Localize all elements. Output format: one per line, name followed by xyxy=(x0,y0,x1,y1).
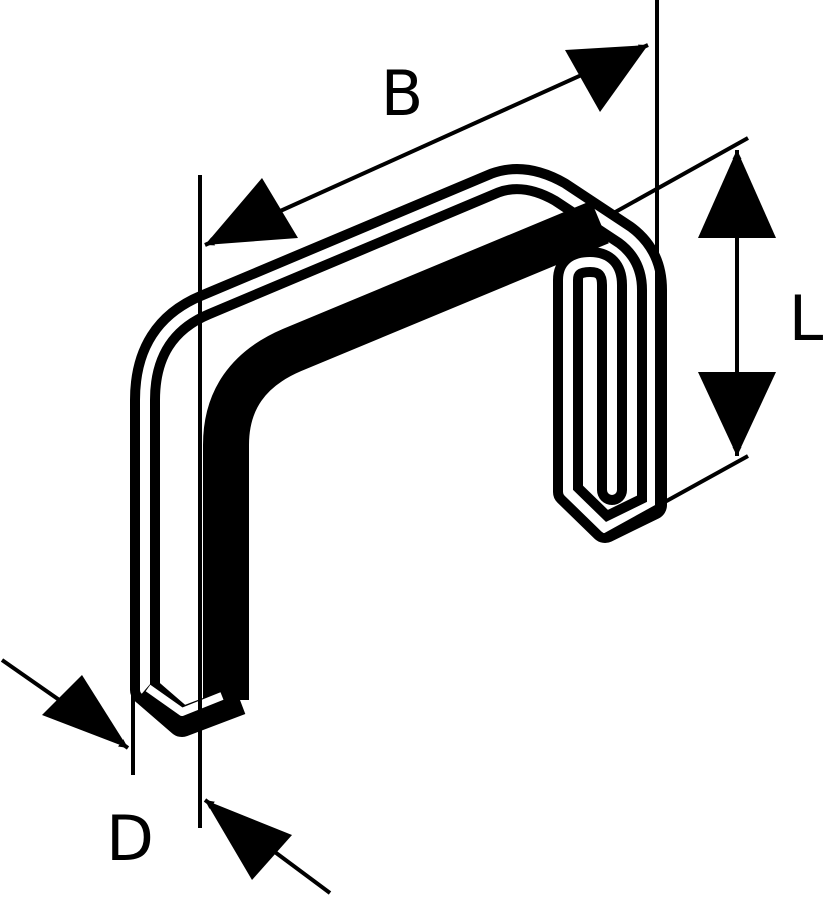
staple-left-foot xyxy=(135,678,246,737)
extension-line-l-bottom xyxy=(604,454,749,537)
arrowhead-b-right xyxy=(565,45,648,112)
arrowhead-l-top xyxy=(698,150,776,238)
label-b: B xyxy=(381,57,424,130)
staple-front-band xyxy=(203,200,609,700)
arrowhead-b-left xyxy=(205,178,298,245)
arrowhead-d-right xyxy=(205,800,292,880)
label-l: L xyxy=(789,282,824,355)
staple-back-wire xyxy=(130,164,667,705)
arrowhead-d-left xyxy=(42,675,128,748)
arrowheads xyxy=(42,45,776,880)
label-d: D xyxy=(106,802,154,875)
arrowhead-l-bottom xyxy=(698,372,776,456)
